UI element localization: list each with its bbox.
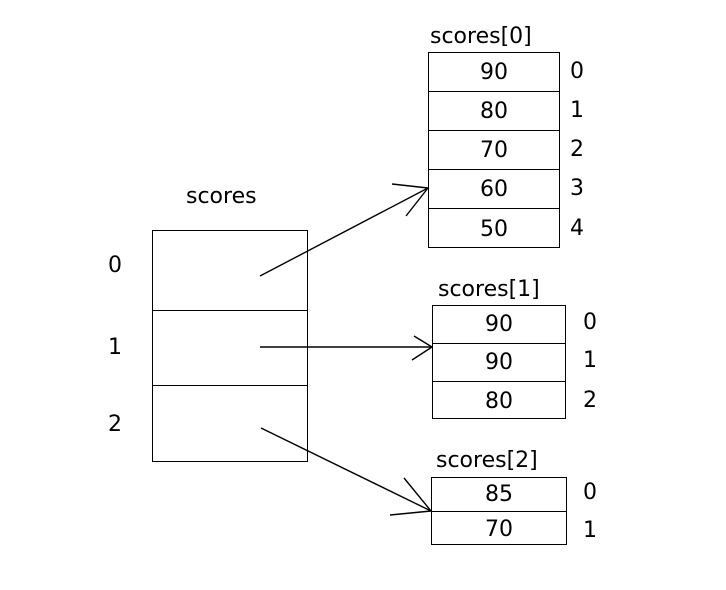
main-array-index-1: 1: [108, 335, 122, 360]
main-array-title: scores: [186, 184, 257, 209]
main-array-cell-1: [153, 311, 307, 386]
sub-array-0-index-2: 2: [570, 137, 584, 162]
sub-array-2-cell-1: 70: [485, 516, 513, 542]
sub-array-0-index-0: 0: [570, 59, 584, 84]
sub-array-1-box: 90 90 80: [432, 305, 566, 419]
main-array-box: [152, 230, 308, 462]
sub-array-0-index-3: 3: [570, 176, 584, 201]
sub-array-0-cell-3: 60: [429, 170, 559, 209]
main-array-cell-0: [153, 231, 307, 311]
sub-array-0-index-1: 1: [570, 98, 584, 123]
sub-array-0-box: 90 80 70 60 50: [428, 52, 560, 248]
sub-array-0-title: scores[0]: [430, 24, 532, 49]
sub-array-1-index-0: 0: [583, 310, 597, 335]
sub-array-2-cell-0: 85: [432, 478, 566, 512]
sub-array-0-cell-4: 50: [480, 216, 508, 242]
main-array-cell-2: [153, 386, 307, 463]
sub-array-2-index-1: 1: [583, 518, 597, 543]
sub-array-2-title: scores[2]: [436, 448, 538, 473]
sub-array-1-index-1: 1: [583, 348, 597, 373]
sub-array-0-cell-1: 80: [429, 92, 559, 131]
sub-array-2-index-0: 0: [583, 480, 597, 505]
sub-array-2-box: 85 70: [431, 477, 567, 545]
sub-array-0-index-4: 4: [570, 216, 584, 241]
sub-array-1-cell-1: 90: [433, 344, 565, 382]
sub-array-0-cell-2: 70: [429, 131, 559, 170]
sub-array-1-title: scores[1]: [438, 277, 540, 302]
main-array-index-0: 0: [108, 253, 122, 278]
sub-array-0-cell-0: 90: [429, 53, 559, 92]
main-array-index-2: 2: [108, 412, 122, 437]
sub-array-1-cell-2: 80: [485, 388, 513, 414]
sub-array-1-index-2: 2: [583, 388, 597, 413]
sub-array-1-cell-0: 90: [433, 306, 565, 344]
